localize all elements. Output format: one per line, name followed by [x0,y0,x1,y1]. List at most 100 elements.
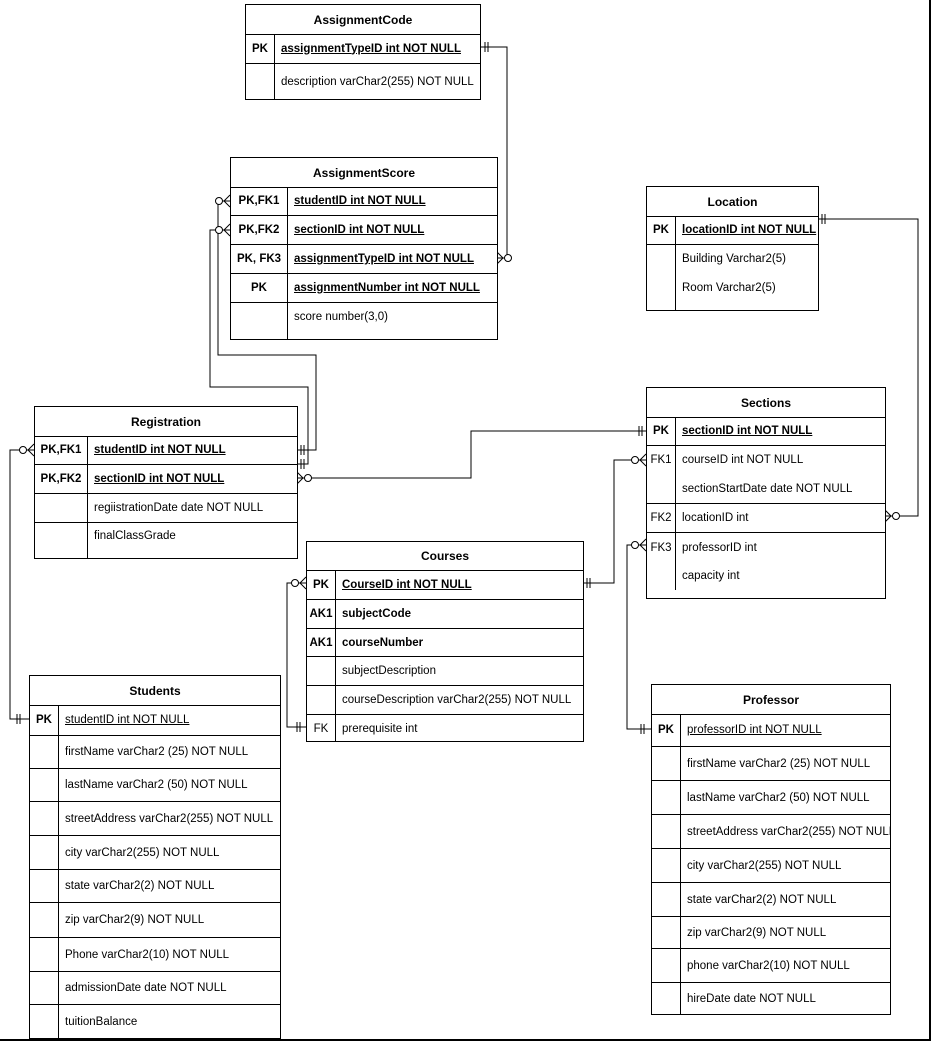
key-label: PK [246,34,275,63]
key-label [35,523,88,559]
entity-row: PK,FK2 sectionID int NOT NULL [231,216,497,245]
field-label: phone varChar2(10) NOT NULL [687,959,850,972]
entity-row: regiistrationDate date NOT NULL [35,494,297,523]
entity-row: PK assignmentTypeID int NOT NULL [246,34,480,64]
key-label: FK [307,715,336,742]
entity-row: city varChar2(255) NOT NULL [652,849,890,883]
entity-row: FK3 professorID int [647,532,885,562]
entity-row: streetAddress varChar2(255) NOT NULL [30,802,280,836]
entity-row: state varChar2(2) NOT NULL [652,883,890,917]
key-label [652,747,681,780]
entity-professor: Professor PK professorID int NOT NULL fi… [651,684,891,1015]
field-label: professorID int NOT NULL [687,724,822,736]
key-label [35,494,88,522]
field-label: Room Varchar2(5) [682,281,776,294]
key-label [30,1005,59,1039]
entity-row: admissionDate date NOT NULL [30,972,280,1005]
entity-row: PK,FK1 studentID int NOT NULL [231,187,497,216]
field-label: subjectDescription [342,665,436,677]
key-label: PK, FK3 [231,245,288,273]
field-label: courseDescription varChar2(255) NOT NULL [342,694,572,706]
key-label: AK1 [307,600,336,628]
field-label: sectionID int NOT NULL [682,425,813,437]
key-label: PK [647,216,676,244]
key-label: FK2 [647,504,676,532]
entity-row: FK2 locationID int [647,504,885,532]
key-label: PK,FK2 [231,216,288,244]
field-label: courseNumber [342,636,424,649]
entity-row: hireDate date NOT NULL [652,983,890,1015]
entity-row: phone varChar2(10) NOT NULL [652,949,890,983]
field-label: locationID int [682,512,749,524]
key-label: PK,FK1 [231,187,288,215]
field-label: streetAddress varChar2(255) NOT NULL [65,812,274,825]
entity-sections: Sections PK sectionID int NOT NULL FK1 c… [646,387,886,599]
field-label: city varChar2(255) NOT NULL [687,859,842,872]
entity-title: Registration [35,407,297,437]
entity-row: tuitionBalance [30,1005,280,1039]
entity-row: state varChar2(2) NOT NULL [30,870,280,903]
field-label: courseID int NOT NULL [682,454,804,466]
field-label: zip varChar2(9) NOT NULL [65,914,205,926]
entity-row: score number(3,0) [231,303,497,340]
entity-registration: Registration PK,FK1 studentID int NOT NU… [34,406,298,559]
field-label: sectionID int NOT NULL [294,224,425,236]
entity-row: Building Varchar2(5) [647,245,818,273]
entity-row: lastName varChar2 (50) NOT NULL [652,781,890,815]
entity-row: firstName varChar2 (25) NOT NULL [652,747,890,781]
entity-title: AssignmentScore [231,158,497,188]
key-label [30,870,59,902]
field-label: Building Varchar2(5) [682,253,786,265]
key-label [231,303,288,340]
field-label: Phone varChar2(10) NOT NULL [65,948,230,961]
entity-row: PK assignmentNumber int NOT NULL [231,274,497,303]
key-label [652,983,681,1015]
entity-row: PK, FK3 assignmentTypeID int NOT NULL [231,245,497,274]
field-label: CourseID int NOT NULL [342,578,472,591]
field-label: studentID int NOT NULL [94,444,226,456]
field-label: lastName varChar2 (50) NOT NULL [687,791,870,804]
key-label: PK [307,570,336,599]
entity-row: streetAddress varChar2(255) NOT NULL [652,815,890,849]
field-label: studentID int NOT NULL [65,714,190,726]
key-label [652,815,681,848]
entity-row: lastName varChar2 (50) NOT NULL [30,769,280,802]
entity-row: zip varChar2(9) NOT NULL [652,917,890,949]
key-column-divider [675,245,676,310]
field-label: streetAddress varChar2(255) NOT NULL [687,825,890,838]
entity-row: zip varChar2(9) NOT NULL [30,903,280,938]
field-label: sectionID int NOT NULL [94,473,225,485]
key-label: FK3 [647,533,676,562]
entity-row: FK1 courseID int NOT NULL [647,446,885,474]
entity-row: city varChar2(255) NOT NULL [30,836,280,870]
key-label: AK1 [307,629,336,656]
field-label: locationID int NOT NULL [682,224,817,236]
field-label: state varChar2(2) NOT NULL [65,880,215,892]
key-label: PK,FK1 [35,436,88,464]
entity-assignment-code: AssignmentCode PK assignmentTypeID int N… [245,4,481,100]
key-label [652,917,681,948]
entity-row: PK locationID int NOT NULL [647,216,818,245]
field-label: capacity int [682,570,740,582]
field-label: firstName varChar2 (25) NOT NULL [687,757,871,770]
field-label: professorID int [682,541,757,554]
field-label: state varChar2(2) NOT NULL [687,893,837,906]
field-label: lastName varChar2 (50) NOT NULL [65,779,248,791]
key-label [652,949,681,982]
entity-row: PK,FK2 sectionID int NOT NULL [35,465,297,494]
key-label [30,802,59,835]
entity-row: PK sectionID int NOT NULL [647,417,885,446]
entity-row: firstName varChar2 (25) NOT NULL [30,736,280,769]
entity-row: finalClassGrade [35,523,297,559]
key-label [30,836,59,869]
entity-title: Location [647,187,818,217]
field-label: assignmentTypeID int NOT NULL [281,42,461,55]
field-label: regiistrationDate date NOT NULL [94,502,264,514]
field-label: prerequisite int [342,722,418,735]
entity-row: AK1 courseNumber [307,629,583,657]
entity-row: capacity int [647,562,885,590]
entity-row: subjectDescription [307,657,583,686]
field-label: zip varChar2(9) NOT NULL [687,926,827,939]
entity-row: courseDescription varChar2(255) NOT NULL [307,686,583,715]
entity-title: Sections [647,388,885,418]
